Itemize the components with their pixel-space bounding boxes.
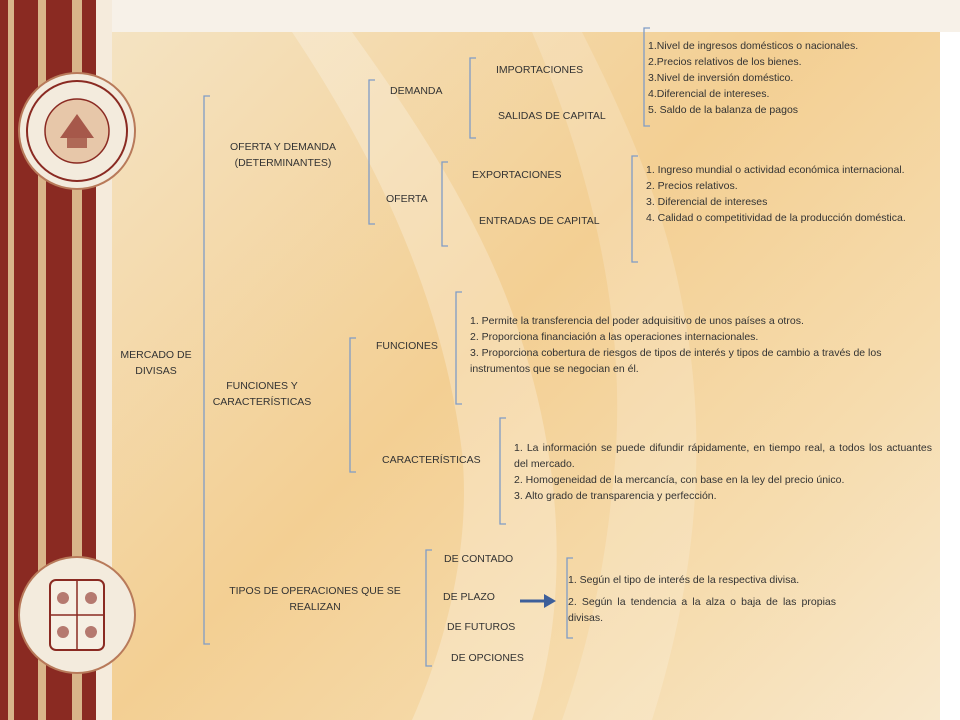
branch-tipos-operaciones: TIPOS DE OPERACIONES QUE SE REALIZAN	[229, 585, 401, 613]
seal-icon	[26, 80, 128, 182]
list-item: 3. Alto grado de transparencia y perfecc…	[514, 490, 717, 502]
content-panel	[112, 32, 940, 720]
university-seal-logo	[18, 72, 136, 190]
list-item: 2. Precios relativos.	[646, 180, 738, 192]
list-item: 1. Ingreso mundial o actividad económica…	[646, 164, 905, 176]
list-item: 1.Nivel de ingresos domésticos o naciona…	[648, 40, 859, 52]
list-item: 2. Según la tendencia a la alza o baja d…	[568, 596, 836, 624]
node-de-plazo: DE PLAZO	[443, 591, 495, 603]
icea-logo	[18, 556, 136, 674]
branch-funciones-caracteristicas: FUNCIONES Y CARACTERÍSTICAS	[212, 380, 312, 408]
branch-oferta-demanda: OFERTA Y DEMANDA (DETERMINANTES)	[230, 141, 336, 169]
list-item: 1. Según el tipo de interés de la respec…	[568, 574, 800, 586]
list-item: 1. Permite la transferencia del poder ad…	[470, 315, 804, 327]
icea-shield-icon	[49, 579, 105, 651]
list-item: 3.Nivel de inversión doméstico.	[648, 72, 794, 84]
sidebar-stripe-1	[8, 0, 14, 720]
list-item: 3. Diferencial de intereses	[646, 196, 768, 208]
plazo-details-list: 1. Según el tipo de interés de la respec…	[568, 572, 836, 626]
oferta-details-list: 1. Ingreso mundial o actividad económica…	[646, 162, 934, 226]
node-demanda: DEMANDA	[390, 85, 443, 97]
caracteristicas-details-list: 1. La información se puede difundir rápi…	[514, 440, 932, 504]
list-item: 2. Homogeneidad de la mercancía, con bas…	[514, 474, 845, 486]
demanda-details-list: 1.Nivel de ingresos domésticos o naciona…	[648, 38, 938, 118]
list-item: 2. Proporciona financiación a las operac…	[470, 331, 759, 343]
list-item: 4. Calidad o competitividad de la produc…	[646, 212, 906, 224]
list-item: 2.Precios relativos de los bienes.	[648, 56, 802, 68]
node-de-futuros: DE FUTUROS	[447, 621, 516, 633]
node-entradas-capital: ENTRADAS DE CAPITAL	[479, 215, 600, 227]
list-item: 4.Diferencial de intereses.	[648, 88, 770, 100]
flame-watermark	[292, 32, 697, 720]
node-importaciones: IMPORTACIONES	[496, 64, 584, 76]
funciones-details-list: 1. Permite la transferencia del poder ad…	[470, 313, 920, 377]
node-de-contado: DE CONTADO	[444, 553, 514, 565]
sidebar-stripe-3	[72, 0, 82, 720]
list-item: 1. La información se puede difundir rápi…	[514, 442, 932, 470]
node-salidas-capital: SALIDAS DE CAPITAL	[498, 110, 606, 122]
node-exportaciones: EXPORTACIONES	[472, 169, 562, 181]
list-item: 3. Proporciona cobertura de riesgos de t…	[470, 347, 882, 375]
node-de-opciones: DE OPCIONES	[451, 652, 524, 664]
panel-top-band	[112, 0, 960, 32]
sidebar-stripe-2	[38, 0, 46, 720]
node-funciones: FUNCIONES	[376, 340, 438, 352]
root-node: MERCADO DE DIVISAS	[120, 349, 192, 377]
node-caracteristicas: CARACTERÍSTICAS	[382, 454, 481, 466]
node-oferta: OFERTA	[386, 193, 428, 205]
list-item: 5. Saldo de la balanza de pagos	[648, 104, 799, 116]
